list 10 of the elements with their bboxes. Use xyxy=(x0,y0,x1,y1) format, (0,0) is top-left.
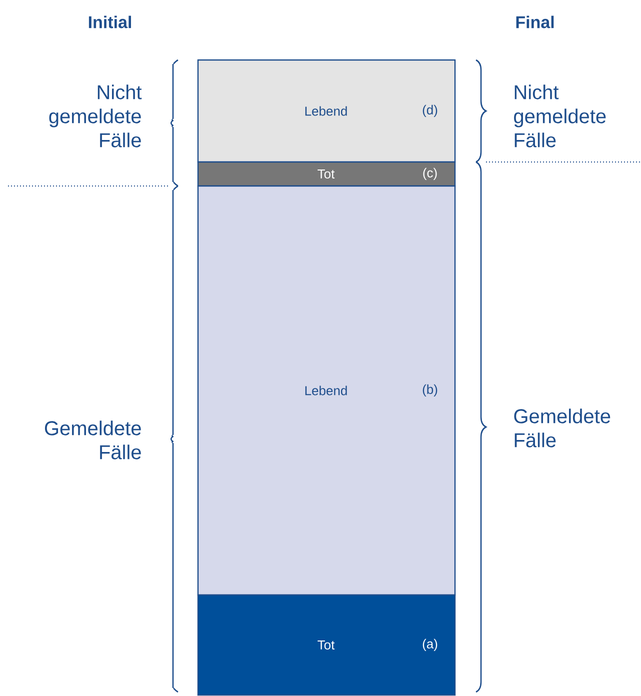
bracket-label: Gemeldete Fälle xyxy=(44,420,141,460)
stacked-band: Tot (c) xyxy=(197,161,456,187)
bracket-label: Nicht gemeldete Fälle xyxy=(49,84,142,148)
bracket-label: Nicht gemeldete Fälle xyxy=(514,84,606,148)
column-heading: Final xyxy=(516,16,554,28)
stacked-band: Lebend (b) xyxy=(197,185,456,596)
stacked-band: Tot (a) xyxy=(197,594,456,696)
bracket-label: Gemeldete Fälle xyxy=(514,408,610,448)
column-heading: Initial xyxy=(88,16,131,28)
stacked-band: Lebend (d) xyxy=(197,59,456,163)
